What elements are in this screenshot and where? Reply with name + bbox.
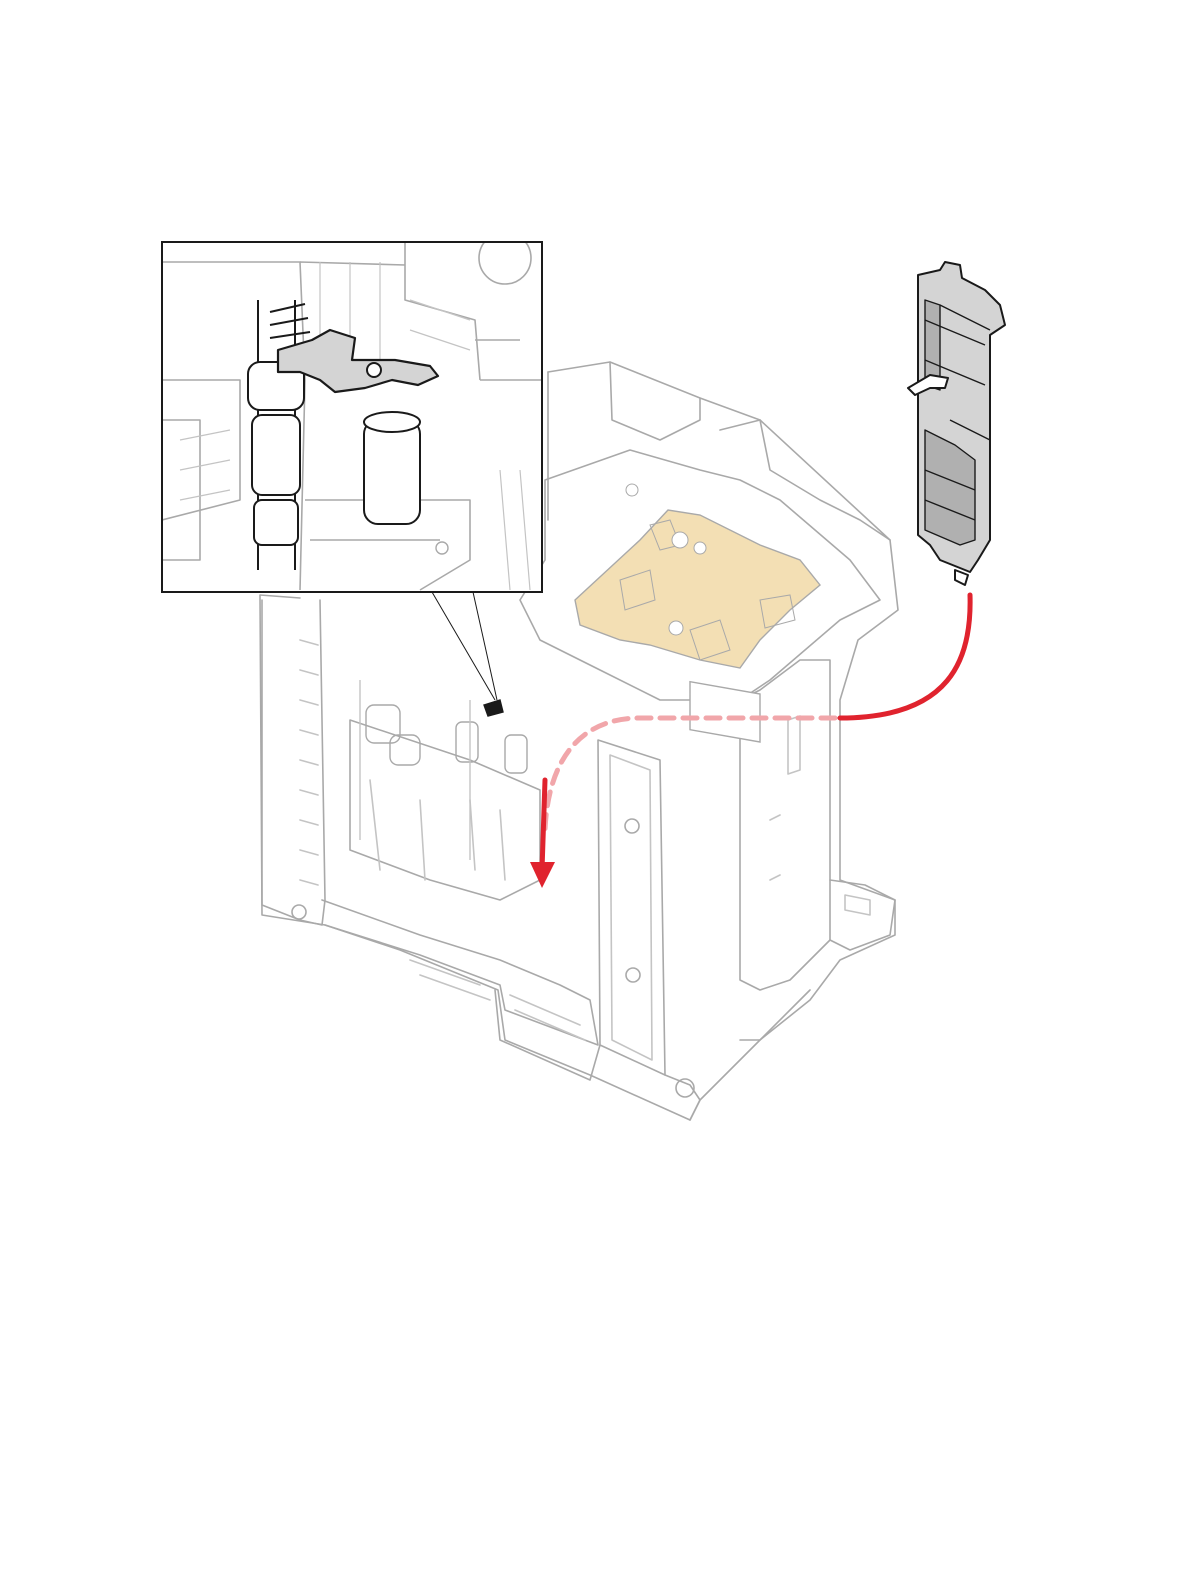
paper-guide-part	[908, 262, 1005, 585]
inset-lever-pivot	[367, 363, 381, 377]
arrow-head	[530, 862, 555, 888]
board-capacitor-2	[694, 542, 706, 554]
inner-roller-left	[366, 705, 400, 743]
inset-roller-lower-left	[252, 415, 300, 495]
lower-base	[322, 900, 598, 1045]
board-capacitor-1	[672, 532, 688, 548]
detail-inset	[162, 232, 542, 700]
right-panel-slots	[770, 716, 800, 880]
arrow-dashed-segment	[545, 718, 835, 830]
top-rear-edge	[548, 362, 890, 540]
inset-roller-collar	[254, 500, 298, 545]
controller-board	[575, 484, 820, 742]
front-plate-inner	[610, 755, 652, 1060]
inset-pointer-lines	[432, 592, 497, 700]
board-capacitor-3	[669, 621, 683, 635]
left-side-panel	[262, 600, 325, 925]
plate-hole-upper	[625, 819, 639, 833]
pick-lever-small	[484, 700, 503, 716]
right-bracket-detail	[845, 895, 870, 915]
inner-roller-left-2	[390, 735, 420, 765]
front-tray	[495, 990, 600, 1080]
inset-roller-right-top	[364, 412, 420, 432]
arrow-solid-segment	[840, 595, 970, 718]
left-foot-circle	[292, 905, 306, 919]
tray-slots	[410, 960, 585, 1040]
left-panel-ribs	[300, 640, 318, 885]
board-capacitor-4	[626, 484, 638, 496]
part-bottom-tab	[955, 570, 968, 585]
inner-roller-right	[505, 735, 527, 773]
arrow-solid-tail	[542, 780, 545, 870]
paper-path-block	[350, 720, 540, 900]
front-vertical-plate	[598, 740, 665, 1075]
inset-roller-right	[364, 420, 420, 524]
board-pcb	[575, 510, 820, 668]
plate-hole-lower	[626, 968, 640, 982]
base-right-foot	[665, 990, 810, 1120]
board-large-component	[690, 682, 760, 742]
